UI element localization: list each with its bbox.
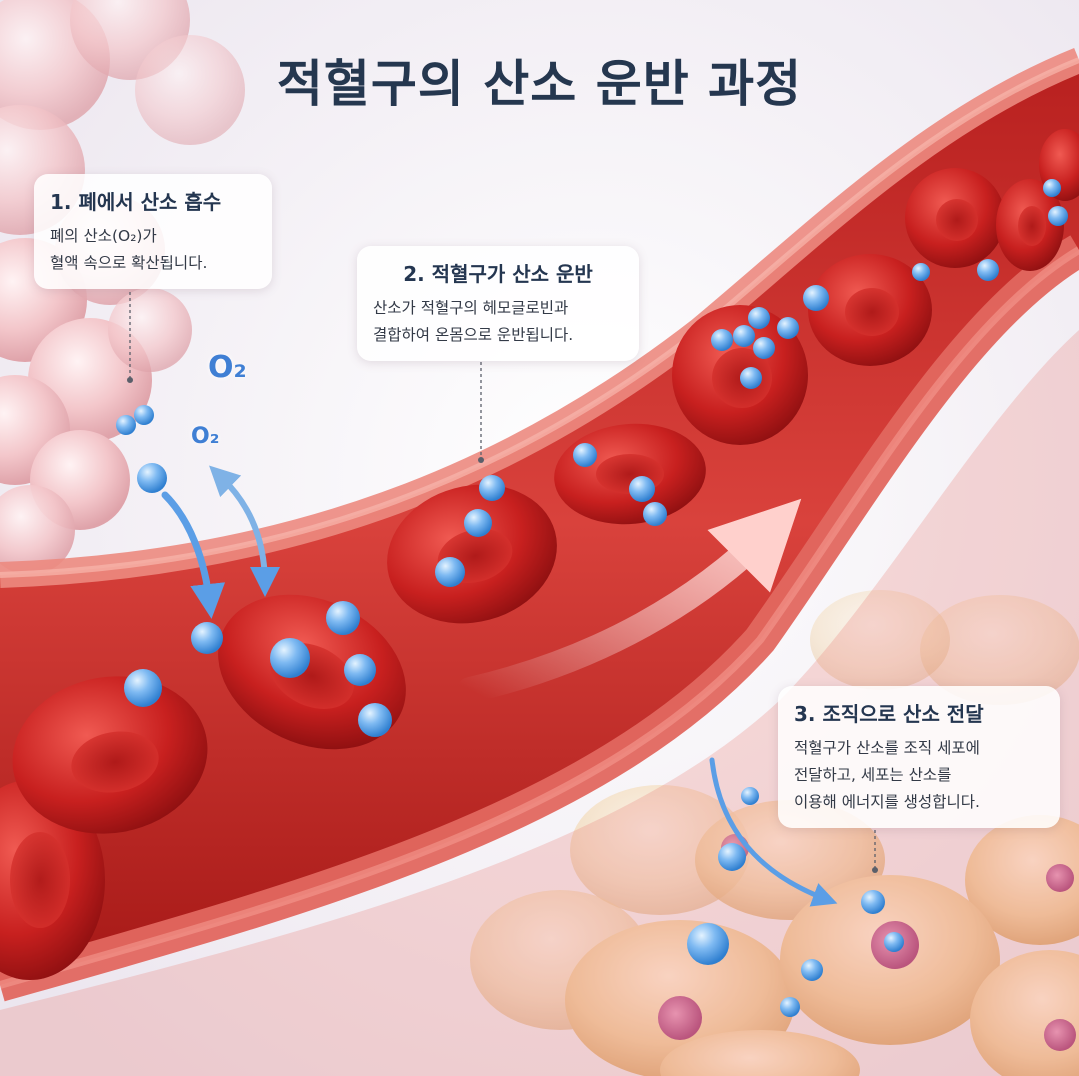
step-2-heading: 2. 적혈구가 산소 운반 [403, 262, 593, 286]
blood-to-tissue-arrow [709, 757, 838, 907]
step-3-heading: 3. 조직으로 산소 전달 [794, 702, 984, 726]
callout-step-1: 1. 폐에서 산소 흡수 폐의 산소(O₂)가 혈액 속으로 확산됩니다. [34, 174, 272, 289]
red-blood-cells [0, 129, 1079, 980]
exchange-arrow [209, 465, 280, 597]
red-blood-cell [996, 179, 1064, 271]
red-blood-cell [12, 676, 208, 834]
step-2-description: 산소가 적혈구의 헤모글로빈과 결합하여 온몸으로 운반됩니다. [373, 299, 574, 344]
body-tissue-cells [470, 590, 1079, 1076]
red-blood-cell [808, 254, 932, 366]
o2-label-small: O₂ [191, 424, 220, 449]
callout-leaders [129, 292, 876, 868]
step-1-description: 폐의 산소(O₂)가 혈액 속으로 확산됩니다. [50, 227, 208, 272]
red-blood-cell [905, 168, 1005, 268]
lung-to-blood-arrow [161, 491, 226, 619]
page-title: 적혈구의 산소 운반 과정 [276, 55, 803, 113]
callout-step-2: 2. 적혈구가 산소 운반 산소가 적혈구의 헤모글로빈과 결합하여 온몸으로 … [357, 246, 639, 361]
blood-flow-arrow [457, 498, 802, 703]
diffusion-arrows [161, 465, 838, 907]
callout-step-3: 3. 조직으로 산소 전달 적혈구가 산소를 조직 세포에 전달하고, 세포는 … [778, 686, 1060, 828]
step-1-heading: 1. 폐에서 산소 흡수 [50, 190, 222, 214]
o2-label-large: O₂ [208, 350, 247, 385]
step-3-description: 적혈구가 산소를 조직 세포에 전달하고, 세포는 산소를 이용해 에너지를 생… [794, 739, 980, 811]
oxygen-molecules [116, 179, 1068, 1017]
leader-dots [127, 377, 878, 873]
